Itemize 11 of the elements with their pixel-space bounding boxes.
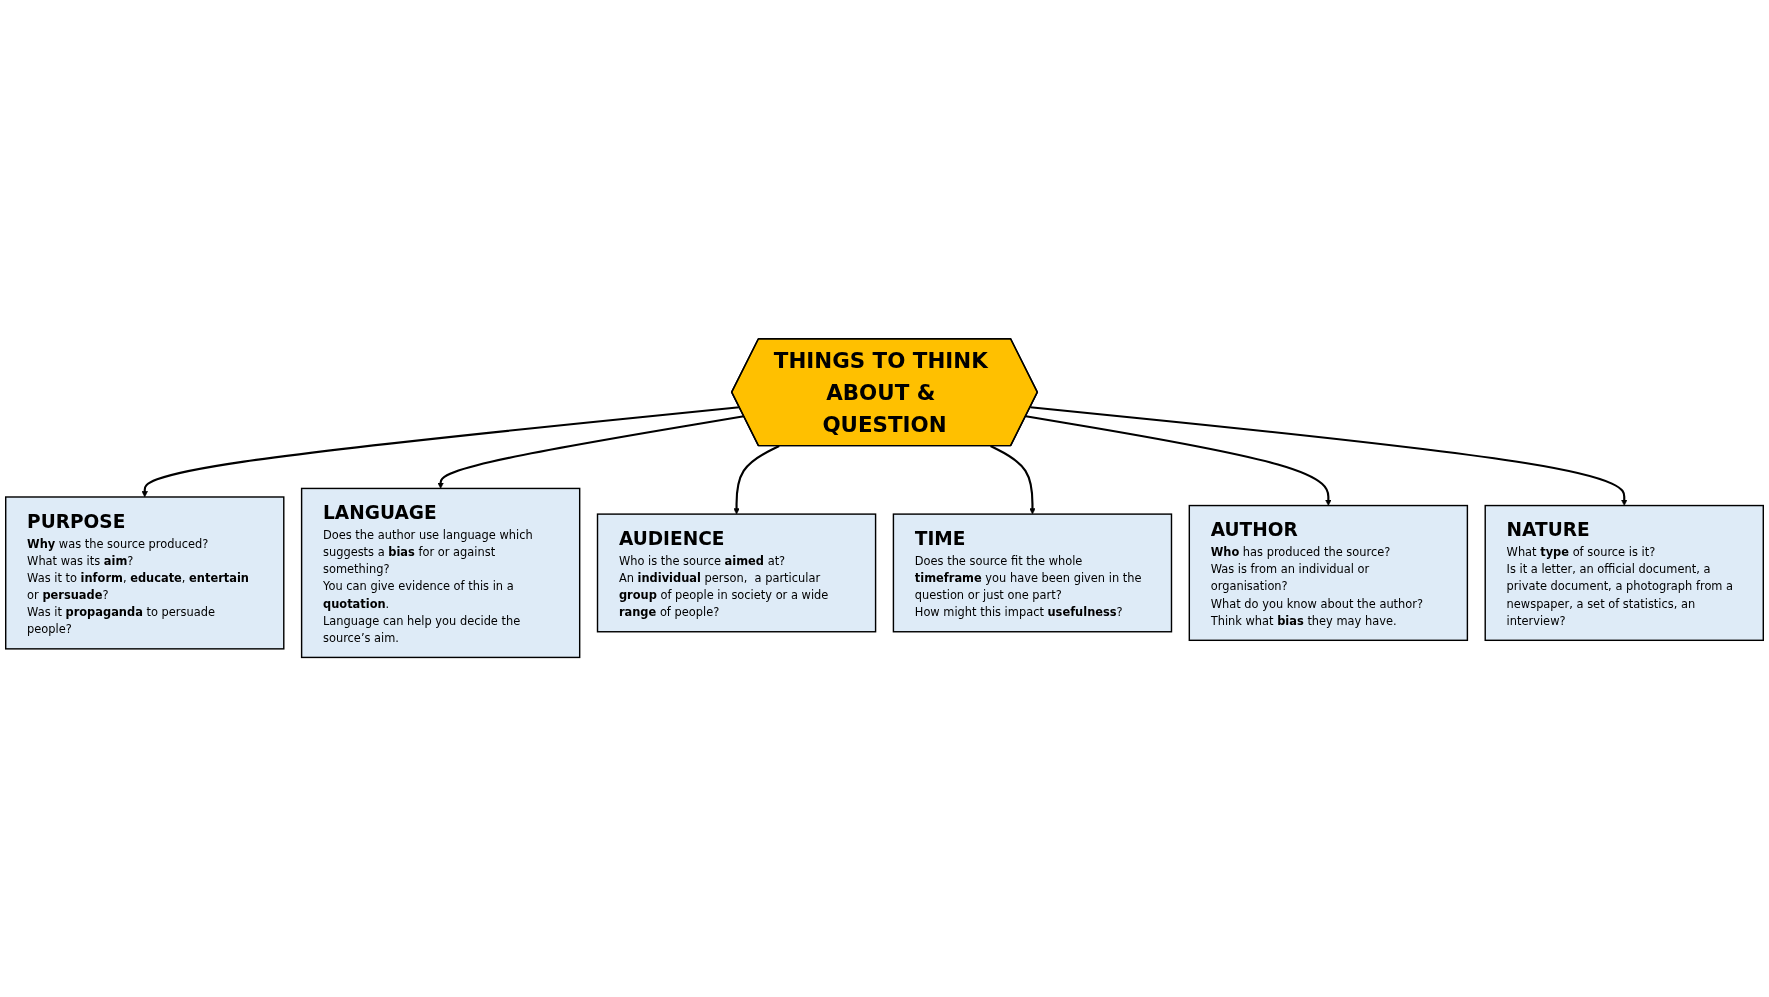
node-box: LANGUAGE Does the author use language which suggests a bias for or against something? You can give evidence of this in a quotation. Language can help you decide the source’s aim. — [300, 488, 581, 659]
arrow — [1030, 406, 1628, 507]
node-box: NATURE What type of source is it? Is it a letter, an official document, a private document, a photograph from a newspaper, a set of statistics, an interview? — [1484, 505, 1764, 642]
arrow — [1025, 415, 1332, 507]
node-box: AUDIENCE Who is the source aimed at? An individual person, a particular group of people in society or a wide range of people? — [596, 513, 877, 633]
arrow — [141, 406, 740, 498]
node-box: PURPOSE Why was the source produced? What was its aim? Was it to inform, educate, entertain or persuade? Was it propaganda to persuade people? — [5, 496, 285, 650]
arrow — [733, 445, 780, 515]
node-box: TIME Does the source fit the whole timeframe you have been given in the question or just one part? How might this impact usefulness? — [892, 513, 1173, 633]
node-box: AUTHOR Who has produced the source? Was is from an individual or organisation? What do you know about the author? Think what bias they may have. — [1188, 505, 1469, 642]
arrow — [990, 445, 1036, 515]
